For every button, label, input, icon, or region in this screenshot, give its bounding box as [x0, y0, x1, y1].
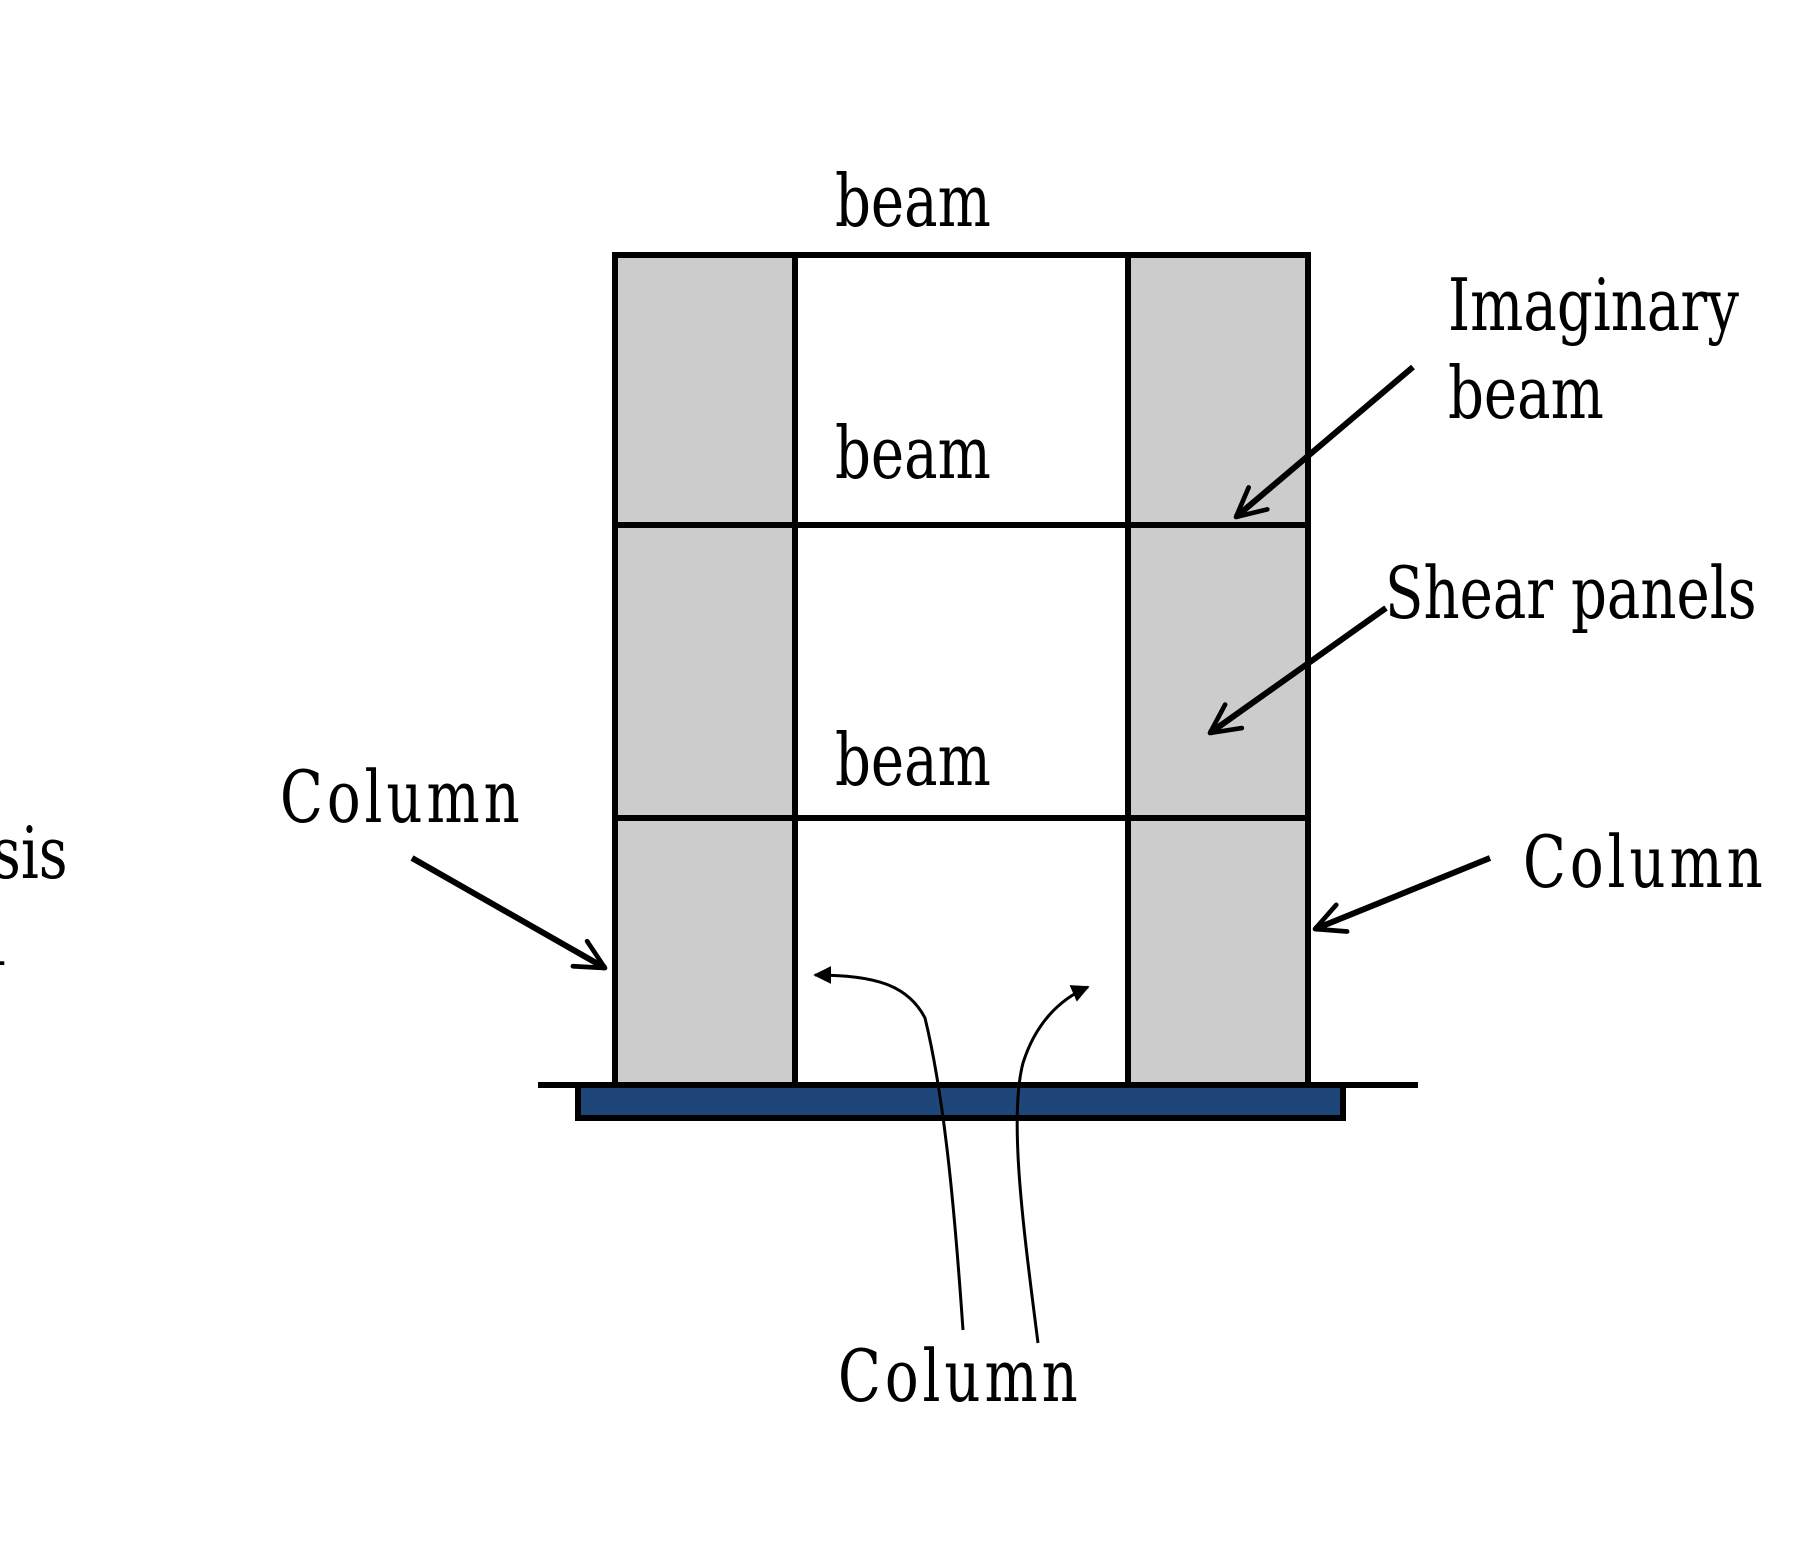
cut-off-label-line2: l: [0, 899, 6, 983]
shear-panel-right-top: [1125, 252, 1311, 528]
shear-panels: [612, 252, 1311, 1088]
column-left-label: Column: [280, 756, 524, 840]
column-bottom-arrow-left: [813, 966, 965, 1331]
column-bottom-arrow-right: [1015, 985, 1090, 1344]
imaginary-beam-label-line2: beam: [1448, 352, 1604, 436]
base-plate: [575, 1082, 1346, 1121]
column-right-label: Column: [1523, 821, 1767, 905]
shear-panel-right-middle: [1125, 522, 1311, 821]
shear-panels-label: Shear panels: [1385, 552, 1757, 636]
lower-beam-label: beam: [835, 719, 991, 803]
frame: [615, 252, 1308, 1085]
shear-panel-right-bottom: [1125, 815, 1311, 1088]
imaginary-beam-label-line1: Imaginary: [1448, 264, 1739, 348]
imaginary-beam-arrow: [1233, 364, 1415, 520]
cut-off-label-line1: sis: [0, 812, 68, 896]
shear-panel-left-top: [612, 252, 798, 528]
column-left-arrow: [410, 855, 608, 971]
top-beam-label: beam: [835, 160, 991, 244]
column-right-arrow: [1312, 855, 1492, 934]
shear-panels-arrow: [1207, 605, 1388, 736]
column-bottom-label: Column: [838, 1335, 1082, 1419]
shear-panel-left-bottom: [612, 815, 798, 1088]
shear-panel-left-middle: [612, 522, 798, 821]
middle-beam-label: beam: [835, 412, 991, 496]
